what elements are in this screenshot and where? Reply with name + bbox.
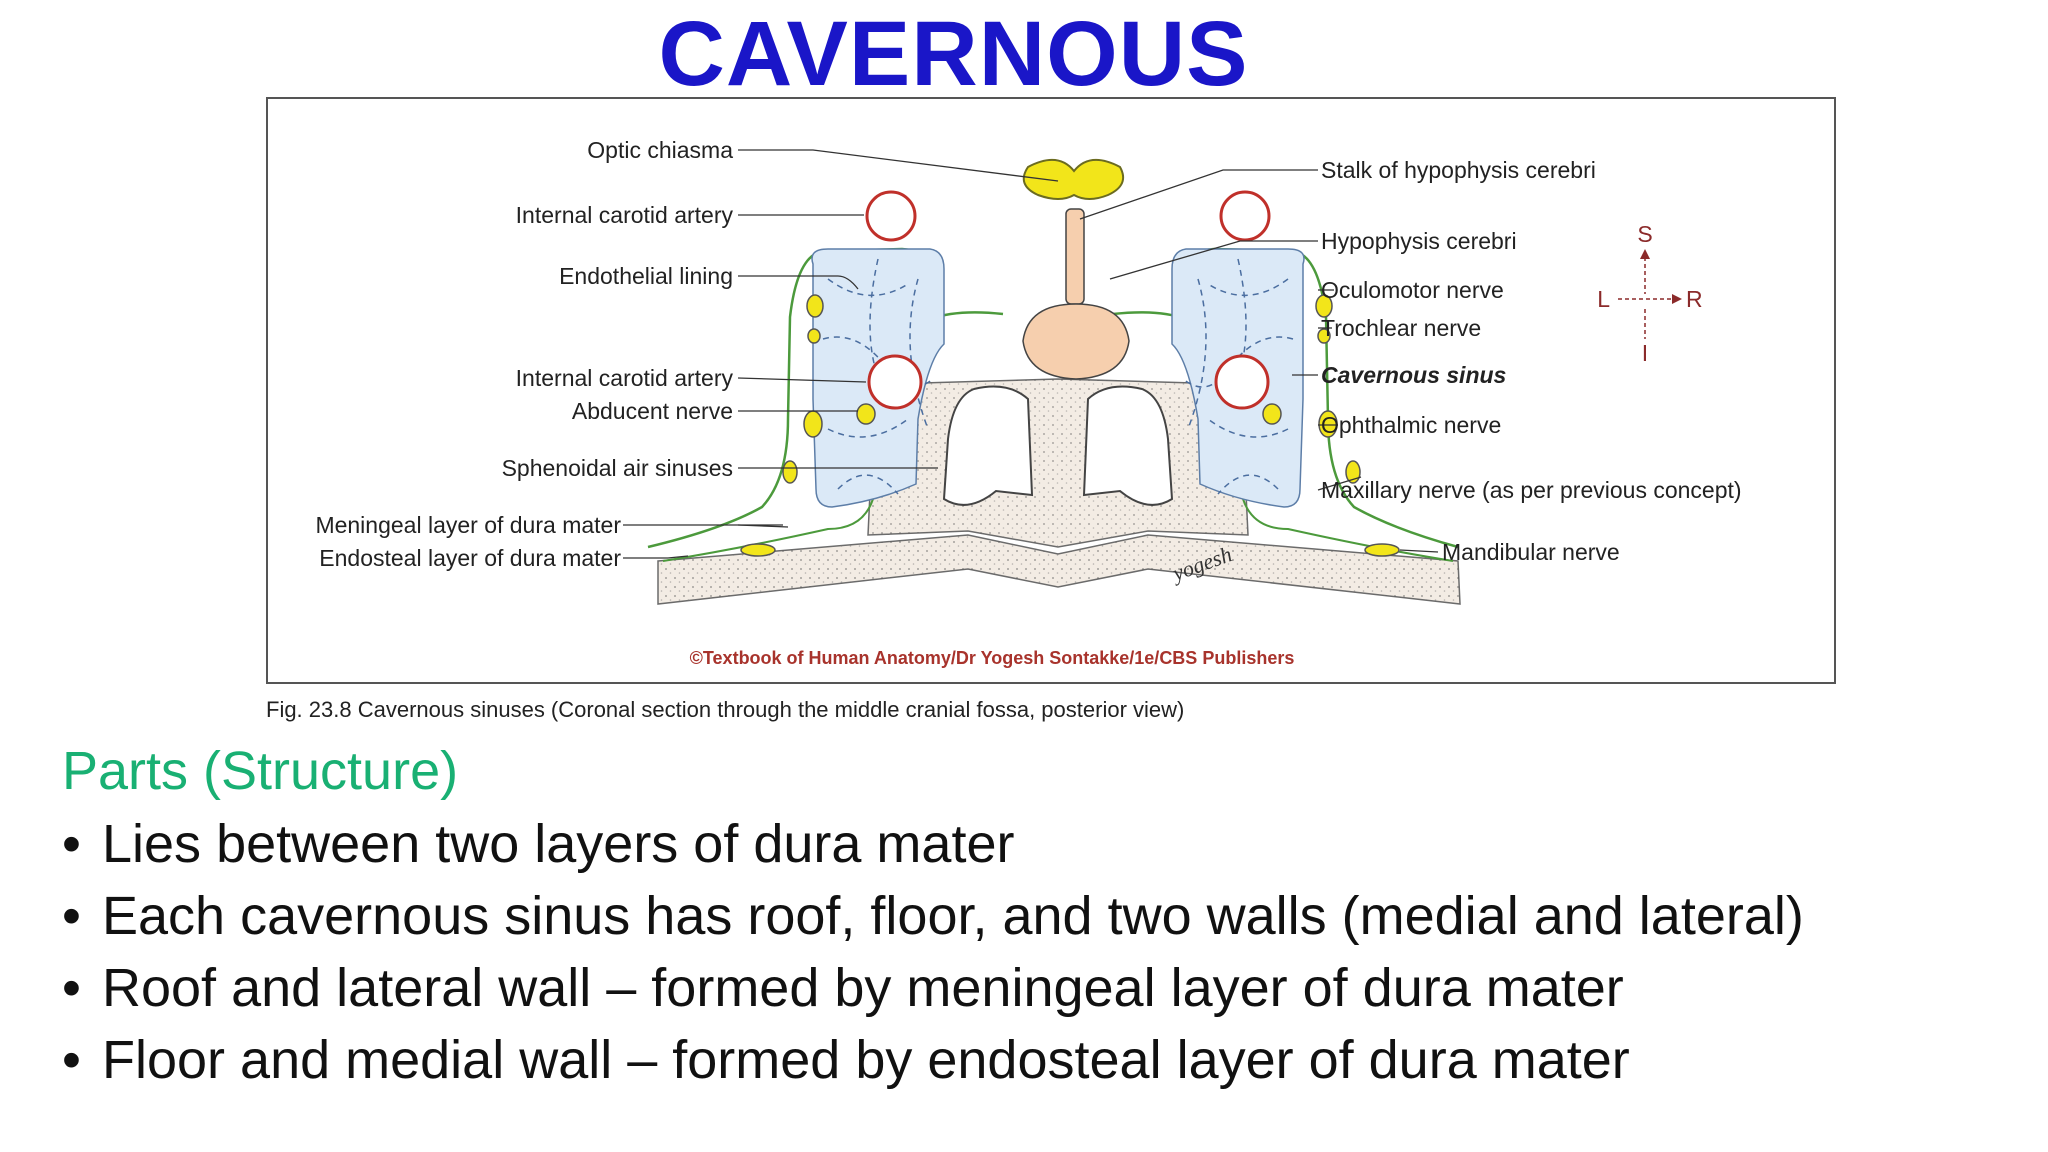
hypophysis-cerebri <box>1022 303 1130 380</box>
label-optic-chiasma: Optic chiasma <box>587 137 733 163</box>
leader-lines <box>623 149 1439 559</box>
label-oculomotor-nerve: Oculomotor nerve <box>1321 277 1504 303</box>
mandibular-nerve-right <box>1364 543 1400 557</box>
trochlear-nerve-right <box>1317 328 1331 344</box>
bullet-list: • Lies between two layers of dura mater •… <box>62 808 1804 1096</box>
bullet-text: Roof and lateral wall – formed by mening… <box>102 958 1624 1018</box>
orientation-right: R <box>1686 286 1703 312</box>
bullet-icon: • <box>62 1030 81 1090</box>
label-internal-carotid-artery: Internal carotid artery <box>516 365 734 391</box>
label-cavernous-sinus: Cavernous sinus <box>1321 362 1506 388</box>
orientation-inferior: I <box>1642 340 1648 366</box>
label-stalk-of-hypophysis: Stalk of hypophysis cerebri <box>1321 157 1596 183</box>
list-item: • Roof and lateral wall – formed by menin… <box>62 952 1804 1024</box>
hypophysis-stalk <box>1065 208 1085 305</box>
bullet-icon: • <box>62 958 81 1018</box>
ophthalmic-nerve-right <box>1318 410 1338 438</box>
label-hypophysis-cerebri: Hypophysis cerebri <box>1321 228 1517 254</box>
abducent-nerve-left <box>856 403 876 425</box>
cranial-nerves <box>740 294 1400 557</box>
ophthalmic-nerve-left <box>803 410 823 438</box>
label-maxillary-nerve: Maxillary nerve (as per previous concept… <box>1321 477 1742 503</box>
mandibular-nerve-left <box>740 543 776 557</box>
trochlear-nerve-left <box>807 328 821 344</box>
slide-title: CAVERNOUS <box>658 3 1249 105</box>
cavernous-sinus-diagram: Optic chiasma Internal carotid artery En… <box>315 137 1742 668</box>
oculomotor-nerve-left <box>806 294 824 318</box>
bullet-icon: • <box>62 886 81 946</box>
label-sphenoidal-air-sinuses: Sphenoidal air sinuses <box>502 455 733 481</box>
maxillary-nerve-right <box>1345 460 1361 484</box>
orientation-left: L <box>1597 286 1610 312</box>
abducent-nerve-right <box>1262 403 1282 425</box>
internal-carotid-artery-top-left <box>865 190 917 242</box>
figure-caption: Fig. 23.8 Cavernous sinuses (Coronal sec… <box>266 697 1185 722</box>
figure-frame: Optic chiasma Internal carotid artery En… <box>266 97 1836 684</box>
maxillary-nerve-left <box>782 460 798 484</box>
oculomotor-nerve-right <box>1315 294 1333 318</box>
orientation-superior: S <box>1637 221 1652 247</box>
label-abducent-nerve: Abducent nerve <box>572 398 733 424</box>
bullet-icon: • <box>62 814 81 874</box>
label-trochlear-nerve: Trochlear nerve <box>1321 315 1481 341</box>
optic-chiasma <box>1022 159 1124 200</box>
list-item: • Each cavernous sinus has roof, floor, a… <box>62 880 1804 952</box>
figure-copyright: ©Textbook of Human Anatomy/Dr Yogesh Son… <box>690 648 1295 668</box>
orientation-compass: S I L R <box>1597 221 1702 366</box>
list-item: • Floor and medial wall – formed by endos… <box>62 1024 1804 1096</box>
label-endothelial-lining: Endothelial lining <box>559 263 733 289</box>
internal-carotid-artery-top-right <box>1219 190 1271 242</box>
bullet-text: Each cavernous sinus has roof, floor, an… <box>102 886 1804 946</box>
bullet-text: Floor and medial wall – formed by endost… <box>102 1030 1630 1090</box>
internal-carotid-artery-right <box>1214 354 1270 410</box>
internal-carotid-artery-left <box>867 354 923 410</box>
label-internal-carotid-artery-top: Internal carotid artery <box>516 202 734 228</box>
sphenoidal-air-sinus-left <box>942 385 1034 506</box>
bullet-text: Lies between two layers of dura mater <box>102 814 1015 874</box>
label-mandibular-nerve: Mandibular nerve <box>1442 539 1620 565</box>
endothelial-trabeculae <box>822 258 1294 495</box>
label-endosteal-layer: Endosteal layer of dura mater <box>319 545 621 571</box>
section-heading: Parts (Structure) <box>62 741 459 801</box>
label-meningeal-layer: Meningeal layer of dura mater <box>315 512 621 538</box>
sphenoidal-air-sinus-right <box>1082 385 1174 506</box>
list-item: • Lies between two layers of dura mater <box>62 808 1804 880</box>
label-ophthalmic-nerve: Ophthalmic nerve <box>1321 412 1501 438</box>
